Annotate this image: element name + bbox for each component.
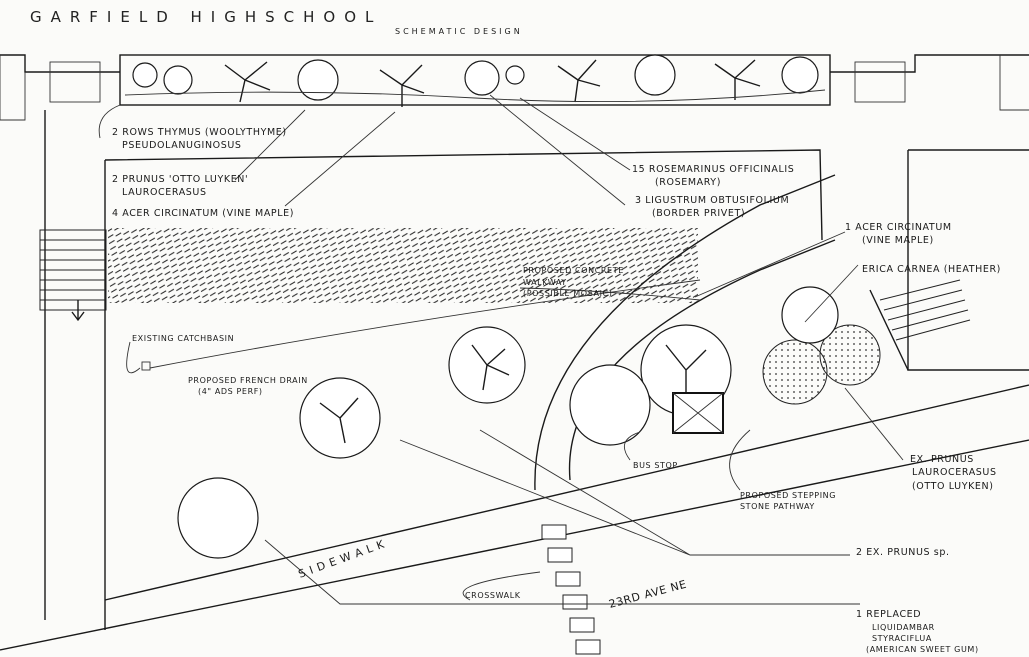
planter-bed: [119, 54, 831, 106]
label-walkway-3: (POSSIBLE MOSAIC): [523, 289, 612, 298]
label-liquidambar-4: (AMERICAN SWEET GUM): [866, 645, 979, 654]
label-acer-right: 1 ACER CIRCINATUM: [845, 222, 952, 233]
label-stepping: PROPOSED STEPPING: [740, 491, 836, 500]
building-wall: [0, 55, 1029, 121]
drawing-subtitle: SCHEMATIC DESIGN: [395, 27, 523, 36]
label-ligustrum-common: (BORDER PRIVET): [652, 208, 745, 219]
label-crosswalk: CROSSWALK: [465, 591, 521, 600]
sidewalk-lower-edge: [0, 439, 1029, 651]
label-drain: PROPOSED FRENCH DRAIN: [188, 376, 308, 385]
label-walkway-2: WALKWAY: [523, 278, 567, 287]
label-ex-prunus-sp: 2 EX. PRUNUS sp.: [856, 547, 950, 558]
french-drain: [149, 279, 701, 369]
crosswalk-stripes: [541, 524, 601, 655]
entry-steps-left: [49, 61, 101, 103]
label-acer-right-common: (VINE MAPLE): [862, 235, 934, 246]
label-catchbasin: EXISTING CATCHBASIN: [132, 334, 234, 343]
label-walkway: PROPOSED CONCRETE: [523, 266, 624, 275]
label-liquidambar: 1 REPLACED: [856, 609, 921, 620]
drawing-title: GARFIELD HIGHSCHOOL: [30, 8, 382, 26]
label-liquidambar-3: STYRACIFLUA: [872, 634, 932, 643]
label-ex-prunus-2: LAUROCERASUS: [912, 467, 997, 478]
label-thymus: 2 ROWS THYMUS (WOOLYTHYME): [112, 127, 287, 138]
walkway-inner-edge: [568, 239, 836, 481]
label-liquidambar-2: LIQUIDAMBAR: [872, 623, 935, 632]
planter-plants: [124, 54, 826, 107]
label-bus-stop: BUS STOP: [633, 461, 678, 470]
right-building: [907, 149, 1029, 371]
label-thymus-species: PSEUDOLANUGINOSUS: [122, 140, 242, 151]
label-street: 23RD AVE NE: [607, 578, 688, 611]
down-arrow: [71, 300, 85, 322]
label-ex-prunus-3: (OTTO LUYKEN): [912, 481, 994, 492]
label-rosemary: 15 ROSEMARINUS OFFICINALIS: [632, 164, 794, 175]
entry-steps-right: [854, 61, 906, 103]
leader-lines: [98, 94, 904, 605]
plant-labels: 2 ROWS THYMUS (WOOLYTHYME) PSEUDOLANUGIN…: [112, 127, 1001, 654]
label-ex-prunus: EX. PRUNUS: [910, 454, 974, 465]
walkway-outer-edge: [534, 174, 836, 491]
left-stair-treads: [40, 239, 106, 301]
label-rosemary-common: (ROSEMARY): [655, 177, 721, 188]
building-edge: [0, 54, 1029, 73]
label-erica: ERICA CARNEA (HEATHER): [862, 264, 1001, 275]
hatched-lawn: [108, 228, 698, 303]
catchbasin: [141, 361, 151, 371]
label-ligustrum: 3 LIGUSTRUM OBTUSIFOLIUM: [635, 195, 789, 206]
label-prunus-species: LAUROCERASUS: [122, 187, 207, 198]
label-drain-2: (4" ADS PERF): [198, 387, 263, 396]
sidewalk-upper-edge: [104, 384, 1029, 601]
right-stair-treads: [879, 279, 971, 341]
label-acer-left: 4 ACER CIRCINATUM (VINE MAPLE): [112, 208, 294, 219]
label-prunus: 2 PRUNUS 'OTTO LUYKEN': [112, 174, 248, 185]
label-stepping-2: STONE PATHWAY: [740, 502, 815, 511]
trees: [177, 286, 881, 559]
right-stairs-edge: [869, 289, 909, 371]
